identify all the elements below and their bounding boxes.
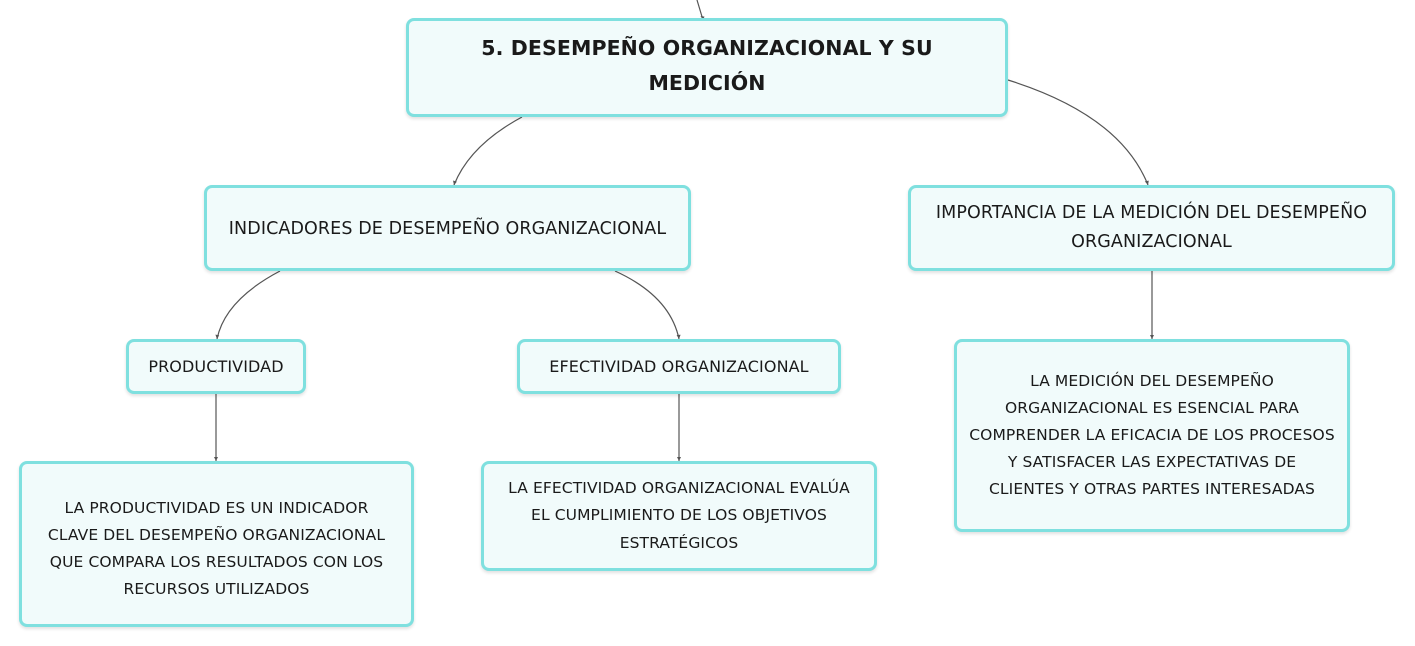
detail-importancia[interactable]: LA MEDICIÓN DEL DESEMPEÑO ORGANIZACIONAL… — [954, 339, 1350, 532]
detail-efectividad-text: LA EFECTIVIDAD ORGANIZACIONAL EVALÚA EL … — [508, 479, 850, 552]
subtopic-efectividad-label: EFECTIVIDAD ORGANIZACIONAL — [549, 356, 809, 376]
connector-indicadores-to-efectividad — [614, 270, 680, 340]
root-topic-label: 5. DESEMPEÑO ORGANIZACIONAL Y SU MEDICIÓ… — [481, 35, 933, 95]
detail-importancia-text: LA MEDICIÓN DEL DESEMPEÑO ORGANIZACIONAL… — [969, 371, 1335, 499]
topic-indicadores-label: INDICADORES DE DESEMPEÑO ORGANIZACIONAL — [228, 218, 667, 239]
detail-productividad-text: LA PRODUCTIVIDAD ES UN INDICADOR CLAVE D… — [47, 498, 386, 599]
root-topic[interactable]: 5. DESEMPEÑO ORGANIZACIONAL Y SU MEDICIÓ… — [406, 18, 1008, 117]
subtopic-efectividad[interactable]: EFECTIVIDAD ORGANIZACIONAL — [517, 339, 841, 394]
connector-parent-to-root — [696, 0, 704, 21]
detail-efectividad[interactable]: LA EFECTIVIDAD ORGANIZACIONAL EVALÚA EL … — [481, 461, 877, 571]
detail-productividad[interactable]: LA PRODUCTIVIDAD ES UN INDICADOR CLAVE D… — [19, 461, 414, 627]
topic-importancia[interactable]: IMPORTANCIA DE LA MEDICIÓN DEL DESEMPEÑO… — [908, 185, 1395, 271]
topic-importancia-label: IMPORTANCIA DE LA MEDICIÓN DEL DESEMPEÑO… — [935, 203, 1368, 252]
connector-root-to-importancia — [1007, 79, 1149, 186]
subtopic-productividad-label: PRODUCTIVIDAD — [148, 356, 284, 376]
connector-indicadores-to-productividad — [216, 270, 281, 340]
connector-root-to-indicadores — [453, 116, 523, 186]
subtopic-productividad[interactable]: PRODUCTIVIDAD — [126, 339, 306, 394]
topic-indicadores[interactable]: INDICADORES DE DESEMPEÑO ORGANIZACIONAL — [204, 185, 691, 271]
